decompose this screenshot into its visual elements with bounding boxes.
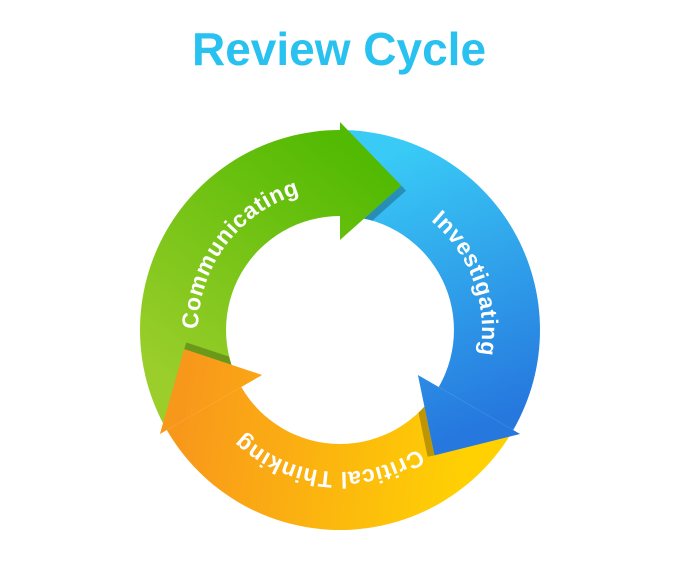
page-title: Review Cycle xyxy=(191,23,487,75)
arrowheads xyxy=(159,122,521,456)
critical-thinking-arc-band xyxy=(166,387,514,530)
critical-thinking-arrowhead xyxy=(159,349,263,434)
communicating-arrowhead xyxy=(340,122,402,240)
investigating-arrowhead xyxy=(417,375,521,456)
investigating-arc-band xyxy=(340,130,540,430)
